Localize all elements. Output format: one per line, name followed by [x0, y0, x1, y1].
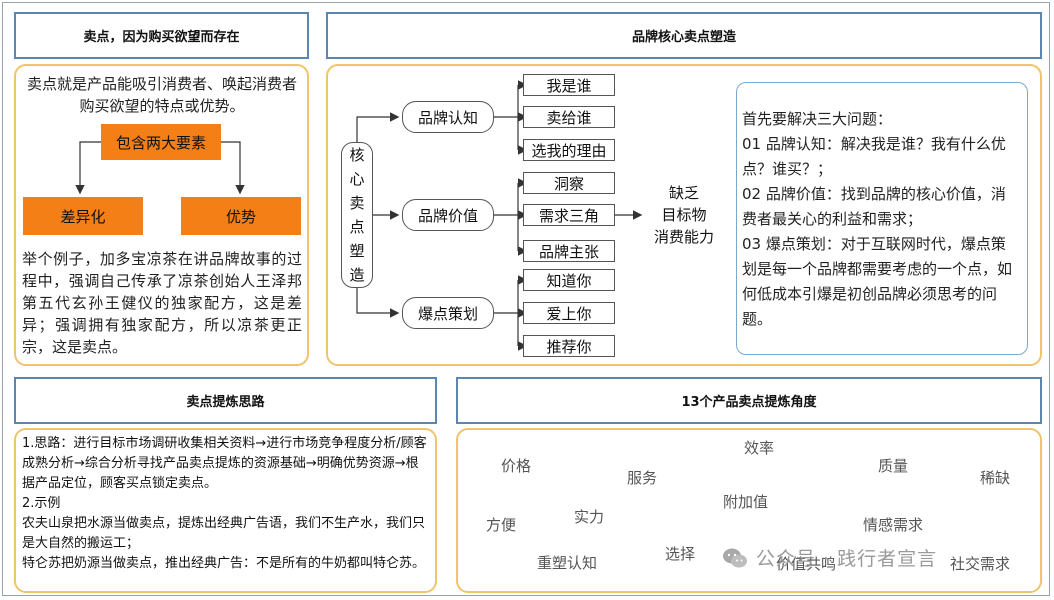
angle-convenience: 方便 — [486, 516, 517, 534]
advantage-box: 优势 — [181, 197, 301, 235]
question-1: 01 品牌认知：解决我是谁？我有什么优点？谁买？； — [742, 135, 1006, 178]
lack-target-consumption: 缺乏 目标物 消费能力 — [644, 182, 724, 248]
leaf-label: 知道你 — [546, 271, 592, 290]
leaf-label: 卖给谁 — [546, 108, 592, 127]
leaf-label: 洞察 — [553, 174, 584, 193]
branch-brand-cognition: 品牌认知 — [402, 101, 494, 133]
leaf-label: 我是谁 — [546, 76, 592, 95]
root-char: 核 — [349, 146, 365, 164]
thinking-item-1: 1.思路：进行目标市场调研收集相关资料→进行市场竞争程度分析/顾客成熟分析→综合… — [22, 436, 427, 491]
contains-two-elements-box: 包含两大要素 — [101, 124, 221, 160]
root-char: 塑 — [349, 242, 365, 260]
angle-price: 价格 — [501, 457, 532, 475]
root-core-selling-point: 核 心 卖 点 塑 造 — [341, 142, 373, 288]
angle-reshape-cognition: 重塑认知 — [537, 554, 598, 572]
branch-label: 爆点策划 — [417, 304, 478, 323]
example-text: 举个例子，加多宝凉茶在讲品牌故事的过程中，强调自己传承了凉茶创始人王泽邦第五代玄… — [22, 250, 302, 356]
leaf-recommend-you: 推荐你 — [523, 335, 615, 357]
root-char: 点 — [349, 218, 365, 236]
panel-thinking — [14, 428, 437, 593]
header-brand-core-text: 品牌核心卖点塑造 — [631, 30, 736, 45]
differentiation-box: 差异化 — [23, 197, 143, 235]
angle-quality: 质量 — [878, 457, 909, 475]
question-2: 02 品牌价值：找到品牌的核心价值，消费者最关心的利益和需求； — [742, 185, 1006, 228]
root-char: 卖 — [349, 194, 365, 212]
angle-social-needs: 社交需求 — [950, 555, 1011, 573]
watermark-text: 公众号 · 践行者宣言 — [756, 548, 938, 570]
branch-label: 品牌认知 — [417, 108, 478, 127]
lack-line: 消费能力 — [653, 228, 714, 246]
advantage-label: 优势 — [225, 207, 256, 226]
leaf-demand-triangle: 需求三角 — [523, 204, 615, 226]
thinking-item-2-title: 2.示例 — [22, 496, 61, 511]
branch-label: 品牌价值 — [417, 206, 478, 225]
angle-emotional-needs: 情感需求 — [863, 516, 924, 534]
leaf-label: 需求三角 — [538, 206, 599, 225]
three-questions-box: 首先要解决三大问题： 01 品牌认知：解决我是谁？我有什么优点？谁买？； 02 … — [736, 82, 1028, 355]
header-thinking-text: 卖点提炼思路 — [186, 395, 265, 410]
leaf-sell-to-whom: 卖给谁 — [523, 106, 615, 128]
leaf-who-am-i: 我是谁 — [523, 74, 615, 96]
angle-choice: 选择 — [665, 545, 696, 563]
question-3: 03 爆点策划：对于互联网时代，爆点策划是每一个品牌都需要考虑的一个点，如何低成… — [742, 235, 1013, 328]
angle-added-value: 附加值 — [723, 493, 769, 511]
panel-angles — [456, 428, 1042, 593]
leaf-label: 选我的理由 — [531, 141, 607, 160]
leaf-know-you: 知道你 — [523, 269, 615, 291]
contains-two-elements-label: 包含两大要素 — [115, 133, 206, 152]
leaf-label: 品牌主张 — [538, 242, 599, 261]
header-selling-point: 卖点，因为购买欲望而存在 — [14, 12, 309, 59]
root-char: 造 — [349, 266, 365, 284]
thinking-content: 1.思路：进行目标市场调研收集相关资料→进行市场竞争程度分析/顾客成熟分析→综合… — [22, 434, 430, 574]
watermark: 公众号 · 践行者宣言 — [722, 544, 937, 571]
leaf-brand-proposition: 品牌主张 — [523, 240, 615, 262]
leaf-insight: 洞察 — [523, 172, 615, 194]
leaf-reason-to-choose: 选我的理由 — [523, 139, 615, 161]
branch-hot-planning: 爆点策划 — [402, 297, 494, 329]
angle-strength: 实力 — [574, 508, 605, 526]
thinking-example-1: 农夫山泉把水源当做卖点，提炼出经典广告语，我们不生产水，我们只是大自然的搬运工； — [22, 516, 426, 551]
leaf-love-you: 爱上你 — [523, 302, 615, 324]
header-selling-point-text: 卖点，因为购买欲望而存在 — [83, 30, 240, 45]
wechat-icon — [723, 548, 747, 567]
angle-efficiency: 效率 — [744, 439, 775, 457]
angle-service: 服务 — [627, 469, 658, 487]
differentiation-label: 差异化 — [60, 207, 106, 226]
angle-value-resonance: 价值共鸣 — [776, 555, 837, 573]
leaf-label: 爱上你 — [546, 304, 592, 323]
angle-scarcity: 稀缺 — [980, 469, 1011, 487]
lack-line: 目标物 — [661, 206, 707, 224]
header-angles: 13个产品卖点提炼角度 — [456, 377, 1042, 424]
selling-point-definition: 卖点就是产品能吸引消费者、唤起消费者购买欲望的特点或优势。 — [26, 75, 297, 115]
branch-brand-value: 品牌价值 — [402, 199, 494, 231]
questions-intro: 首先要解决三大问题： — [742, 110, 893, 128]
header-brand-core: 品牌核心卖点塑造 — [326, 12, 1042, 59]
thinking-example-2: 特仑苏把奶源当做卖点，推出经典广告：不是所有的牛奶都叫特仑苏。 — [22, 556, 426, 571]
header-thinking: 卖点提炼思路 — [14, 377, 437, 424]
root-char: 心 — [349, 170, 365, 188]
header-angles-text: 13个产品卖点提炼角度 — [681, 395, 817, 410]
leaf-label: 推荐你 — [546, 337, 592, 356]
lack-line: 缺乏 — [668, 184, 699, 202]
